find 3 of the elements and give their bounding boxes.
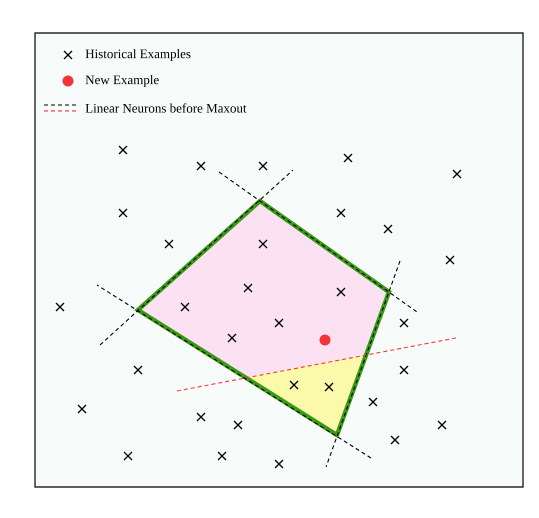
legend-label: Linear Neurons before Maxout — [86, 103, 246, 113]
legend-label: Historical Examples — [86, 49, 191, 61]
legend-label: New Example — [86, 75, 159, 87]
